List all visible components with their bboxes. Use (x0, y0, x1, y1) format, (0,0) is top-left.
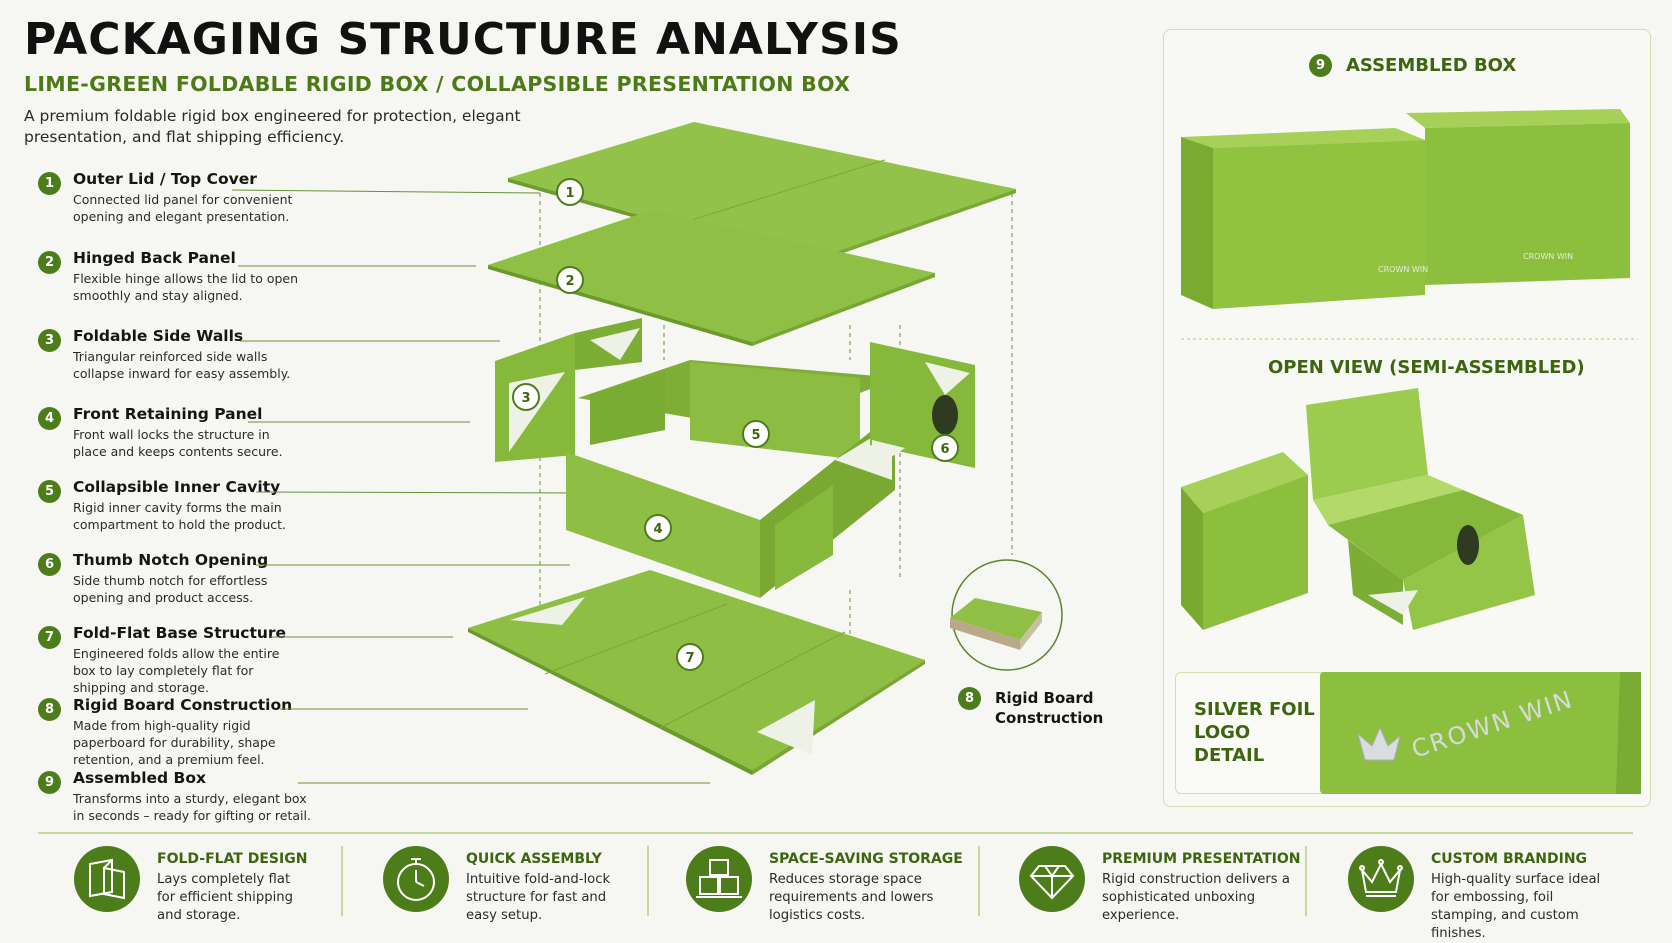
logo-text-small: CROWN WIN (1378, 265, 1428, 274)
feature-title: Rigid Board Construction (73, 696, 293, 714)
callout-4: 4 (644, 514, 672, 542)
callout-1-label: 1 (565, 186, 574, 201)
fold-flat-base (468, 570, 925, 775)
intro-text: A premium foldable rigid box engineered … (24, 107, 521, 146)
feature-description: Rigid inner cavity forms the main compar… (73, 500, 287, 532)
rigid-board-label-line2: Construction (995, 709, 1104, 727)
feature-description: Front wall locks the structure in place … (73, 427, 283, 459)
benefit-description: Lays completely flat for efficient shipp… (157, 872, 293, 923)
side-wall-right (870, 342, 975, 470)
callout-4-label: 4 (653, 522, 662, 537)
page-title: PACKAGING STRUCTURE ANALYSIS (24, 14, 902, 65)
benefit-separator (647, 846, 649, 916)
feature-number-badge: 3 (38, 329, 61, 352)
benefit-separator (341, 846, 343, 916)
callout-2: 2 (556, 266, 584, 294)
feature-description: Side thumb notch for effortless opening … (73, 573, 268, 605)
callout-5-label: 5 (751, 428, 760, 443)
benefit-separator (1305, 846, 1307, 916)
feature-number-badge: 2 (38, 251, 61, 274)
stopwatch-icon (383, 846, 449, 912)
benefit-description: Intuitive fold-and-lock structure for fa… (466, 872, 611, 923)
callout-5: 5 (742, 420, 770, 448)
feature-number-badge: 7 (38, 626, 61, 649)
feature-title: Collapsible Inner Cavity (73, 478, 281, 496)
silver-foil-label-line2: LOGO DETAIL (1194, 722, 1265, 766)
leader-lines (231, 189, 1013, 784)
feature-title: Fold-Flat Base Structure (73, 624, 287, 642)
callout-2-label: 2 (565, 274, 574, 289)
callout-6-label: 6 (940, 442, 949, 457)
callout-7-label: 7 (685, 651, 694, 666)
benefit-separator (978, 846, 980, 916)
benefit-description: High-quality surface ideal for embossing… (1431, 872, 1601, 941)
inner-cavity (578, 360, 900, 460)
diamond-icon (1019, 846, 1085, 912)
feature-description: Made from high-quality rigid paperboard … (73, 718, 276, 767)
feature-title: Thumb Notch Opening (73, 551, 269, 569)
callout-3: 3 (512, 383, 540, 411)
feature-description: Transforms into a sturdy, elegant box in… (73, 791, 311, 823)
crown-logo-icon (1357, 726, 1401, 761)
feature-description: Triangular reinforced side walls collaps… (73, 349, 291, 381)
open-view-heading: OPEN VIEW (SEMI-ASSEMBLED) (1268, 357, 1585, 378)
benefit-description: Reduces storage space requirements and l… (769, 872, 934, 923)
page-subtitle: LIME-GREEN FOLDABLE RIGID BOX / COLLAPSI… (24, 72, 851, 96)
feature-number-badge: 5 (38, 480, 61, 503)
silver-foil-logo-photo: CROWN WIN (1320, 672, 1641, 794)
benefit-title: FOLD-FLAT DESIGN (157, 851, 308, 867)
feature-title: Outer Lid / Top Cover (73, 170, 257, 188)
feature-description: Flexible hinge allows the lid to open sm… (73, 271, 299, 303)
feature-number-badge: 6 (38, 553, 61, 576)
benefit-title: PREMIUM PRESENTATION (1102, 851, 1301, 867)
feature-description: Engineered folds allow the entire box to… (73, 646, 280, 695)
benefit-description: Rigid construction delivers a sophistica… (1102, 872, 1290, 923)
logo-text-small: CROWN WIN (1523, 252, 1573, 261)
callout-1: 1 (556, 178, 584, 206)
rigid-board-label-line1: Rigid Board (995, 689, 1094, 707)
feature-title: Hinged Back Panel (73, 249, 236, 267)
silver-foil-label: SILVER FOIL LOGO DETAIL (1194, 698, 1324, 767)
assembled-number-badge: 9 (1309, 54, 1332, 77)
fold-flat-icon (74, 846, 140, 912)
rigid-board-label: Rigid Board Construction (995, 688, 1103, 728)
crown-icon (1348, 846, 1414, 912)
stacked-boxes-icon (686, 846, 752, 912)
feature-description: Connected lid panel for convenient openi… (73, 192, 293, 224)
feature-title: Front Retaining Panel (73, 405, 263, 423)
product-photos: CROWN WIN CROWN WIN (1181, 109, 1638, 630)
silver-foil-label-line1: SILVER FOIL (1194, 699, 1315, 720)
hinged-back-panel (488, 210, 935, 346)
diagram-callout-badges: 1 2 3 4 5 6 7 (512, 178, 959, 671)
leader-line (255, 491, 586, 494)
feature-title: Assembled Box (73, 769, 206, 787)
callout-7: 7 (676, 643, 704, 671)
callout-3-label: 3 (521, 391, 530, 406)
benefit-title: SPACE-SAVING STORAGE (769, 851, 963, 867)
feature-number-badge: 8 (38, 698, 61, 721)
feature-number-badge: 9 (38, 771, 61, 794)
feature-number-badge: 1 (38, 172, 61, 195)
leader-line (231, 189, 541, 194)
callout-6: 6 (931, 434, 959, 462)
benefit-title: CUSTOM BRANDING (1431, 851, 1588, 867)
bottom-divider (38, 832, 1633, 834)
benefit-title: QUICK ASSEMBLY (466, 851, 602, 867)
assembled-box-photo: CROWN WIN CROWN WIN (1181, 109, 1638, 340)
rigid-board-detail (950, 559, 1063, 671)
feature-title: Foldable Side Walls (73, 327, 244, 345)
open-box-photo (1181, 388, 1535, 630)
feature-number-badge: 4 (38, 407, 61, 430)
assembled-heading-label: ASSEMBLED BOX (1346, 55, 1517, 76)
callout-8-number: 8 (958, 687, 981, 710)
